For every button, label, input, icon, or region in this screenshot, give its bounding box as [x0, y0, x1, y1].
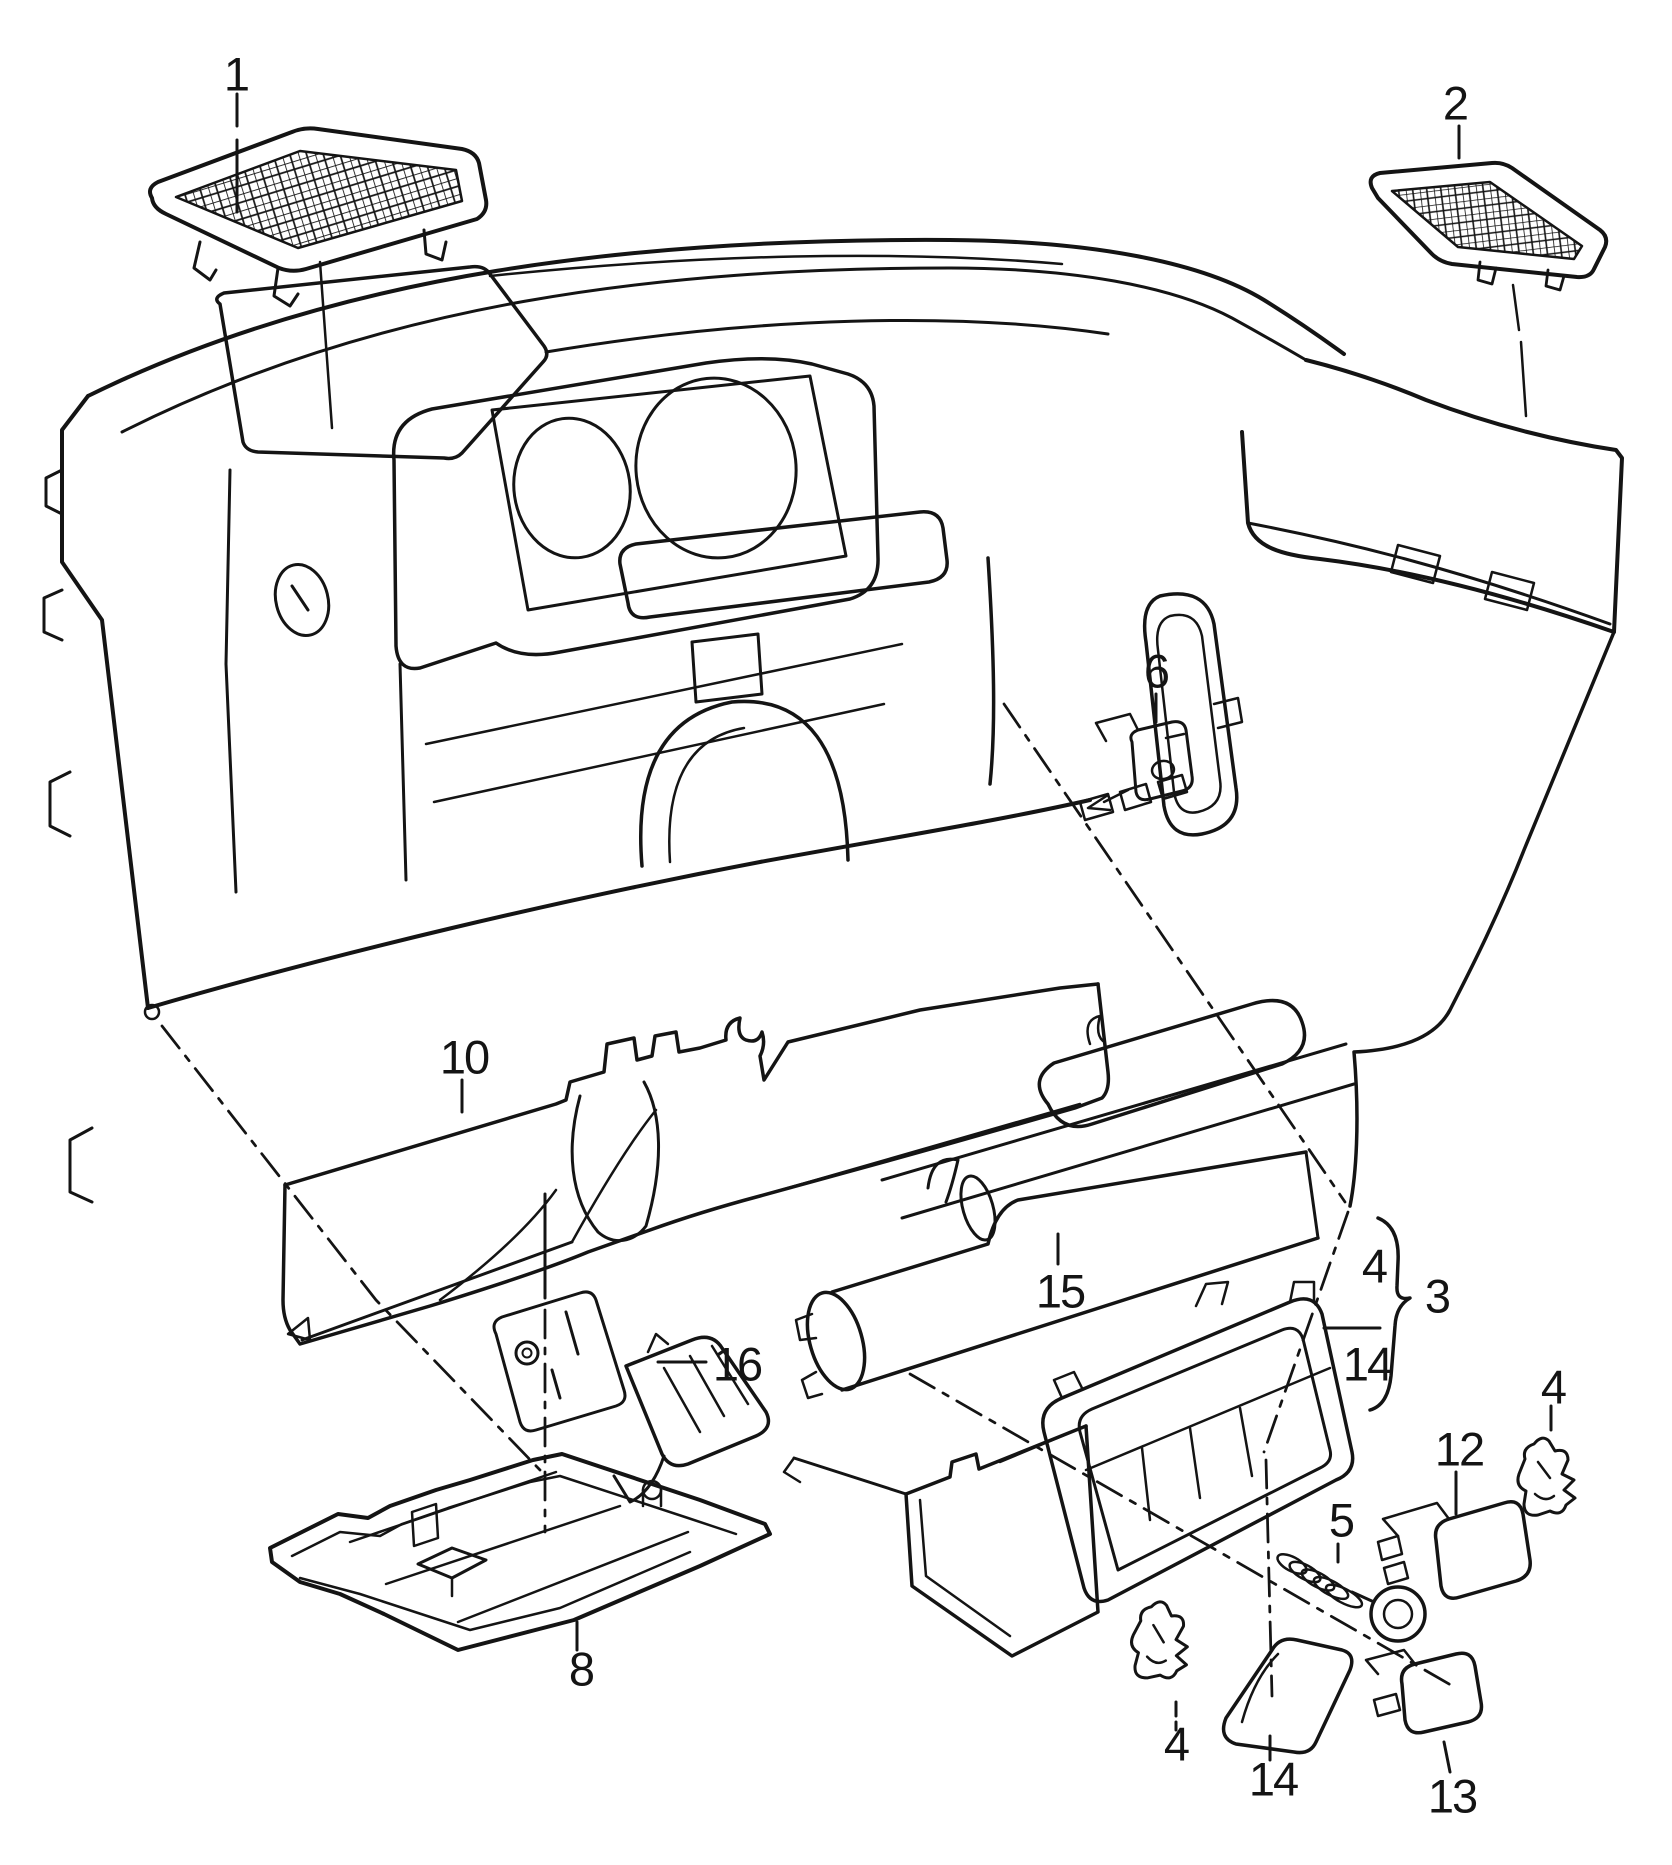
grille-mounting-tab	[272, 266, 300, 308]
right-speaker-grille	[1368, 160, 1609, 292]
steering-column-notch	[570, 1080, 661, 1242]
callout-10: 10	[439, 1030, 490, 1084]
callout-13: 13	[1427, 1769, 1478, 1823]
strip-end-cap	[805, 1290, 867, 1392]
callout-1: 1	[223, 47, 250, 101]
lower-trim-strip-part15	[794, 1150, 1320, 1400]
ignition-switch	[273, 563, 331, 637]
spring-screw-part5	[1276, 1553, 1427, 1643]
callout-5: 5	[1328, 1493, 1355, 1547]
glovebox-bin	[782, 1424, 1100, 1658]
clip-part4-bottom	[1126, 1597, 1195, 1684]
gauge-opening	[634, 376, 798, 560]
dashboard-body	[42, 237, 1624, 1220]
brace-group-3	[1322, 1216, 1412, 1412]
clip-part4-right	[1516, 1436, 1577, 1517]
callout-4-right: 4	[1540, 1360, 1567, 1414]
instrument-cluster-opening	[391, 356, 880, 671]
oval-cutout	[959, 1174, 997, 1242]
speaker-recess	[215, 264, 549, 461]
left-speaker-grille	[148, 126, 489, 308]
pointer-arrow	[286, 1316, 312, 1342]
callout-6: 6	[1143, 644, 1170, 698]
heater-control-slot	[618, 510, 949, 620]
grille-mounting-tab	[422, 228, 448, 262]
callout-12: 12	[1434, 1422, 1485, 1476]
curly-brace	[1368, 1216, 1412, 1412]
callout-15: 15	[1035, 1264, 1086, 1318]
callout-14-bottom: 14	[1248, 1752, 1299, 1806]
glovebox-frame-part3	[1041, 1280, 1355, 1604]
footwell-tray-part8	[268, 1452, 772, 1652]
grille-mounting-tab	[1544, 268, 1566, 292]
glovebox-opening-channel	[986, 556, 1244, 837]
callout-14-group: 14	[1342, 1337, 1393, 1391]
connector-pin	[1376, 1534, 1404, 1562]
pointer-arrow	[1086, 793, 1112, 812]
lid-part14	[1221, 1637, 1354, 1755]
construction-lines	[160, 702, 1458, 1698]
grille-mounting-tab	[1476, 260, 1498, 286]
leader-part13	[1442, 1740, 1452, 1774]
callout-4-group: 4	[1361, 1239, 1388, 1293]
knee-bolster-panel-part10	[281, 982, 1111, 1346]
steering-column-cover	[639, 699, 850, 868]
mounting-bracket-part6	[1086, 712, 1194, 812]
connector-pin	[1372, 1692, 1402, 1718]
switch-part12	[1376, 1500, 1532, 1600]
grille-mounting-tab	[192, 240, 218, 282]
clip-assembly-part16	[492, 1290, 771, 1504]
callout-4-bottom: 4	[1163, 1717, 1190, 1771]
screw-hole	[143, 1003, 161, 1021]
dashboard-right-pad	[1240, 358, 1624, 1208]
dashboard-left-profile	[60, 394, 150, 1010]
leader-lines	[235, 92, 1553, 1774]
connector-pin	[1382, 1560, 1410, 1586]
gauge-opening	[512, 416, 632, 560]
dashboard-bottom-edge	[146, 798, 1092, 1010]
callout-16: 16	[712, 1337, 763, 1391]
callout-2: 2	[1442, 76, 1469, 130]
switch-part13	[1364, 1648, 1484, 1735]
callout-3: 3	[1424, 1269, 1451, 1323]
callout-8: 8	[568, 1642, 595, 1696]
